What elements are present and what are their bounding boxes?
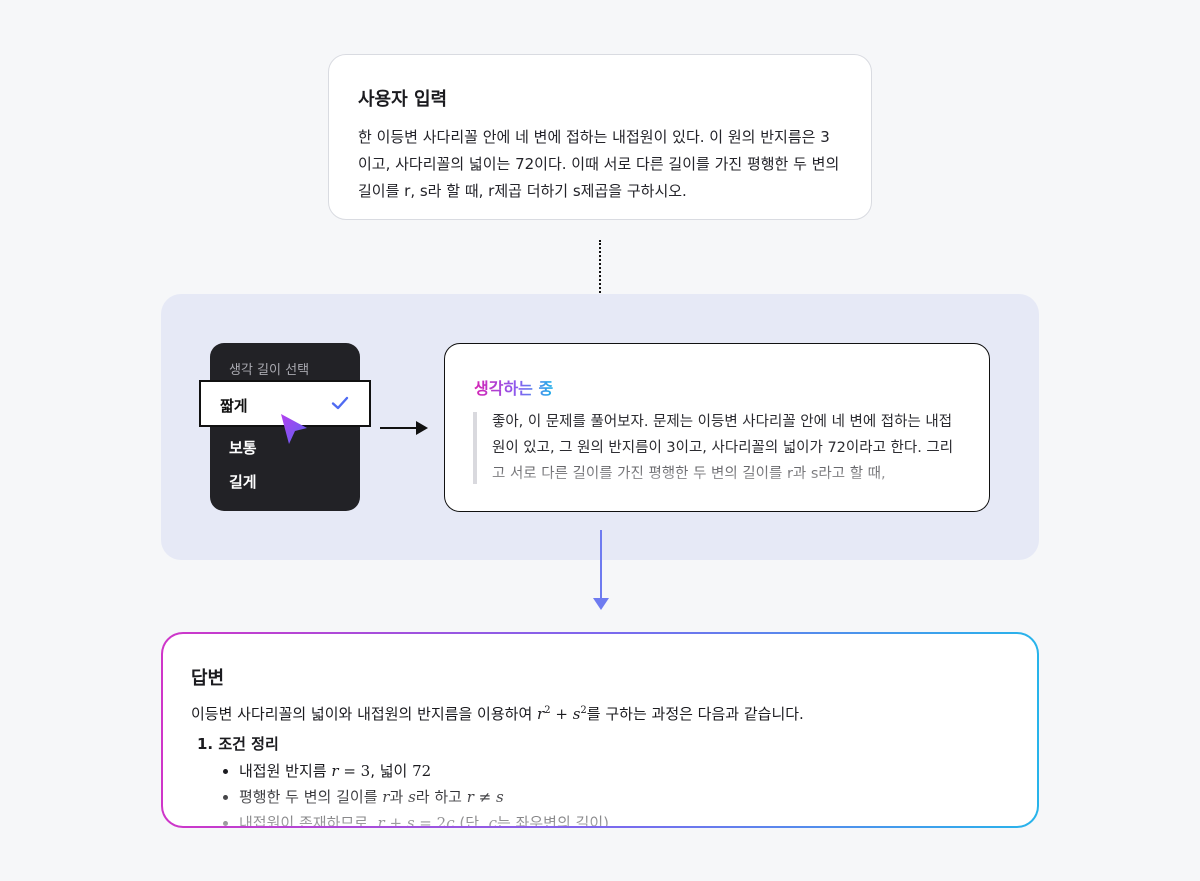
thinking-text: 좋아, 이 문제를 풀어보자. 문제는 이등변 사다리꼴 안에 네 변에 접하는… [492, 414, 954, 482]
thinking-card: 생각하는 중 좋아, 이 문제를 풀어보자. 문제는 이등변 사다리꼴 안에 네… [444, 343, 990, 512]
user-input-text: 한 이등변 사다리꼴 안에 네 변에 접하는 내접원이 있다. 이 원의 반지름… [358, 128, 840, 200]
check-icon [331, 396, 349, 410]
step-heading: 1. 조건 정리 [197, 735, 279, 753]
menu-item-short-label: 짧게 [220, 397, 248, 415]
list-item: 평행한 두 변의 길이를 r과 s라 하고 r ≠ s [239, 784, 1017, 810]
arrow-down-blue-icon [593, 598, 609, 610]
thinking-title: 생각하는 중 [474, 375, 553, 399]
answer-card: 답변 이등변 사다리꼴의 넓이와 내접원의 반지름을 이용하여 r2 + s2를… [161, 632, 1039, 828]
menu-header: 생각 길이 선택 [229, 363, 310, 378]
answer-intro-after: 를 구하는 과정은 다음과 같습니다. [586, 705, 804, 723]
condition-list: 내접원 반지름 r = 3, 넓이 72 평행한 두 변의 길이를 r과 s라 … [191, 758, 1017, 826]
dotted-connector [599, 240, 601, 304]
horizontal-connector [380, 427, 418, 429]
list-item: 내접원 반지름 r = 3, 넓이 72 [239, 758, 1017, 784]
arrow-right-icon [416, 421, 428, 435]
blue-connector [600, 530, 602, 600]
answer-intro-before: 이등변 사다리꼴의 넓이와 내접원의 반지름을 이용하여 [191, 705, 533, 723]
menu-item-normal[interactable]: 보통 [229, 439, 257, 457]
formula-r2-s2: r2 + s2 [537, 705, 587, 723]
menu-item-long[interactable]: 길게 [229, 473, 257, 491]
cursor-arrow-icon [281, 414, 307, 444]
user-input-title: 사용자 입력 [358, 89, 448, 110]
list-item: 내접원이 존재하므로, r + s = 2c (단, c는 좌우변의 길이) [239, 810, 1017, 826]
user-input-card: 사용자 입력 한 이등변 사다리꼴 안에 네 변에 접하는 내접원이 있다. 이… [328, 54, 872, 220]
answer-intro: 이등변 사다리꼴의 넓이와 내접원의 반지름을 이용하여 r2 + s2를 구하… [191, 703, 1017, 724]
quote-bar [473, 412, 477, 484]
answer-title: 답변 [191, 668, 225, 689]
